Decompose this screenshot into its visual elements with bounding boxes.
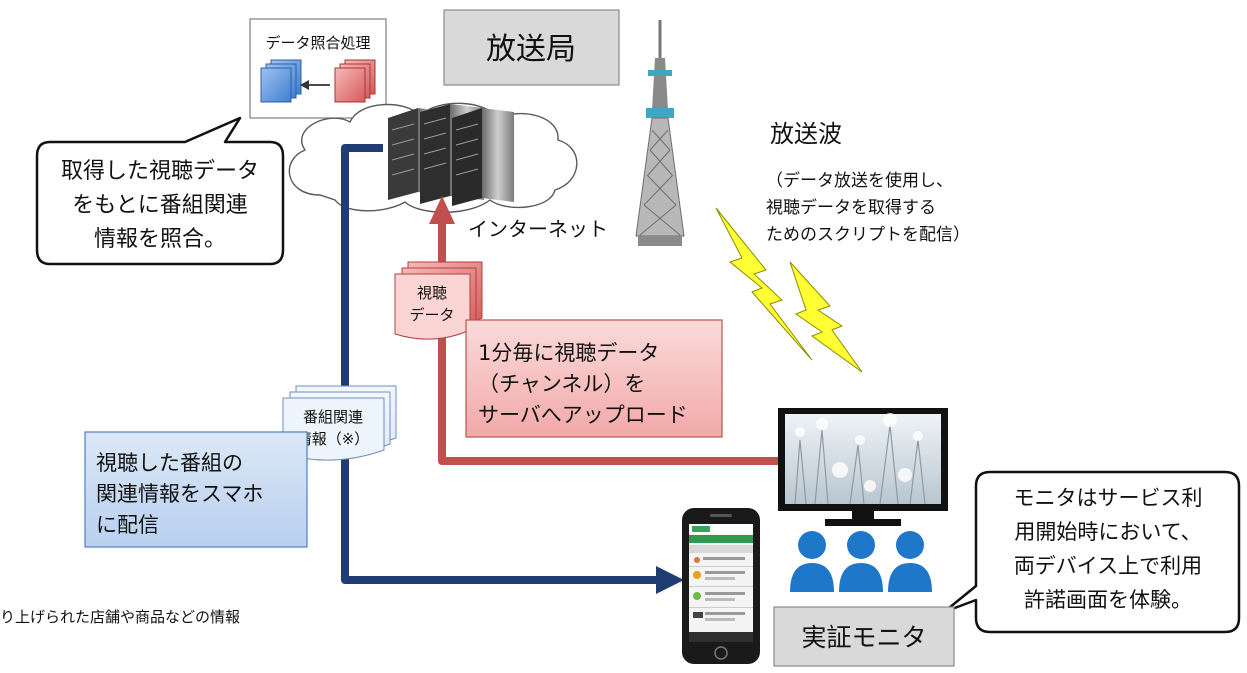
monitor-callout: モニタはサービス利 用開始時において、 両デバイス上で利用 許諾画面を体験。	[942, 470, 1241, 634]
delivery-description-box: 視聴した番組の 関連情報をスマホ に配信	[84, 431, 308, 548]
matching-callout: 取得した視聴データ をもとに番組関連 情報を照合。	[35, 116, 285, 266]
data-matching-title: データ照合処理	[265, 34, 370, 52]
upload-box-line-3: サーバへアップロード	[478, 403, 688, 427]
monitor-label-box: 実証モニタ	[773, 606, 955, 667]
broadcast-wave-title: 放送波	[770, 120, 842, 148]
upload-box-line-1: 1分毎に視聴データ	[478, 341, 659, 365]
upload-box-line-2: （チャンネル）を	[478, 372, 645, 396]
broadcast-wave-line-1: （データ放送を使用し、	[766, 170, 953, 191]
viewing-data-doc-line-2: データ	[409, 306, 454, 324]
matching-callout-line-2: をもとに番組関連	[72, 193, 248, 218]
upload-description-box: 1分毎に視聴データ （チャンネル）を サーバへアップロード	[465, 319, 723, 438]
matching-callout-line-3: 情報を照合。	[94, 227, 226, 252]
footnote-text: り上げられた店舗や商品などの情報	[0, 608, 240, 626]
internet-label: インターネット	[468, 217, 608, 241]
tv-monitor-icon	[778, 408, 948, 526]
monitor-callout-line-2: 用開始時において、	[1014, 520, 1201, 544]
monitor-callout-line-3: 両デバイス上で利用	[1014, 554, 1202, 578]
delivery-box-line-3: に配信	[96, 513, 159, 537]
monitor-callout-line-4: 許諾画面を体験。	[1024, 588, 1192, 612]
lightning-bolt-icon	[715, 207, 863, 373]
delivery-box-line-1: 視聴した番組の	[96, 451, 243, 475]
matching-arrow-icon	[300, 80, 330, 90]
broadcast-station-label: 放送局	[486, 32, 576, 67]
matching-callout-line-1: 取得した視聴データ	[61, 159, 259, 184]
red-document-stack-icon	[334, 59, 376, 103]
data-matching-box: データ照合処理	[249, 18, 387, 119]
broadcast-wave-line-3: ためのスクリプトを配信）	[766, 225, 970, 245]
broadcast-wave-line-2: 視聴データを取得する	[766, 197, 936, 218]
smartphone-icon	[682, 508, 760, 664]
program-info-doc-line-2: 情報（※）	[297, 430, 370, 448]
delivery-arrow	[341, 144, 684, 594]
monitor-people-icon	[790, 531, 932, 592]
program-info-doc-line-1: 番組関連	[303, 408, 363, 426]
monitor-label: 実証モニタ	[801, 623, 926, 652]
viewing-data-doc-line-1: 視聴	[417, 284, 447, 302]
broadcast-station-box: 放送局	[443, 9, 620, 86]
broadcast-tower-icon	[635, 20, 685, 246]
monitor-callout-line-1: モニタはサービス利	[1014, 486, 1203, 510]
blue-document-stack-icon	[260, 59, 302, 103]
delivery-box-line-2: 関連情報をスマホ	[96, 482, 263, 506]
server-rack-icon	[388, 104, 514, 206]
program-info-document-icon: 番組関連 情報（※）	[282, 385, 397, 461]
